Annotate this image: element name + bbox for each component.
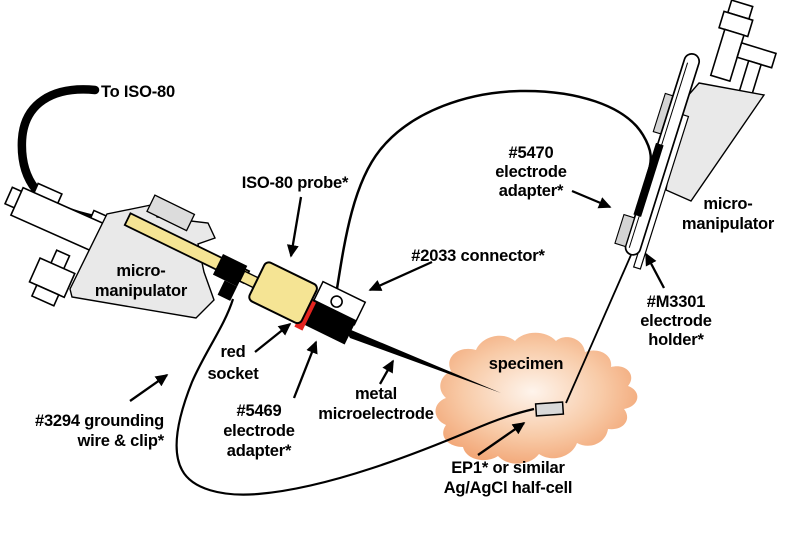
grounding-arrow (129, 374, 169, 402)
adapter-5470-label-line3: adapter* (499, 182, 564, 200)
holder-m3301-label-line1: #M3301 (647, 293, 705, 311)
left-micromanipulator-body (69, 204, 216, 319)
adapter-5470-arrow (571, 189, 612, 209)
microelectrode-arrow (378, 359, 395, 385)
cable-connector-block (212, 253, 248, 287)
ep1-half-cell (534, 401, 565, 417)
ep1-label-line2: Ag/AgCl half-cell (444, 479, 573, 497)
adapter-5469-arrow (292, 340, 318, 399)
adapter-5470-black-segment (633, 142, 664, 217)
holder-m3301-label-line2: electrode (640, 312, 712, 330)
right-micromanipulator-knobs (709, 0, 778, 99)
grounding-label-line2: wire & clip* (76, 432, 164, 450)
m3301-electrode-holder-rod (614, 53, 701, 270)
connector-2033-arrow (368, 260, 433, 292)
probe-to-holder-cable (334, 89, 652, 296)
right-micromanipulator-label-line2: manipulator (682, 215, 775, 233)
specimen-label: specimen (489, 355, 564, 373)
left-micromanipulator-label-line2: manipulator (95, 282, 188, 300)
to-iso80-label: To ISO-80 (101, 83, 175, 101)
specimen-blob (435, 332, 638, 464)
holder-m3301-arrow (644, 252, 666, 289)
connector-2033-pin (330, 295, 343, 308)
holder-gray-tab-lower (614, 213, 636, 248)
iso80-probe-body (248, 261, 318, 325)
metal-microelectrode (344, 327, 501, 393)
right-micromanipulator-label-line1: micro- (703, 195, 752, 213)
ep1-arrow (477, 422, 526, 456)
adapter-5470-label-line2: electrode (495, 163, 567, 181)
connector-2033-label: #2033 connector* (411, 247, 545, 265)
adapter-5469-label-line2: electrode (223, 422, 295, 440)
microelectrode-label-line2: microelectrode (318, 405, 434, 423)
half-cell-lead-wire (565, 254, 632, 404)
grounding-label-line1: #3294 grounding (35, 412, 164, 430)
adapter-5469-label-line3: adapter* (227, 442, 292, 460)
left-micromanipulator-label-line1: micro- (116, 262, 165, 280)
adapter-5469-label-line1: #5469 (237, 402, 282, 420)
ep1-label-line1: EP1* or similar (451, 459, 565, 477)
grounding-clip (217, 280, 238, 301)
iso80-probe-label: ISO-80 probe* (242, 174, 349, 192)
red-socket-label-line1: red (220, 343, 245, 361)
red-socket-label-line2: socket (207, 365, 259, 383)
probe-assembly (123, 194, 367, 345)
holder-m3301-label-line3: holder* (648, 331, 704, 349)
adapter-5470-label-line1: #5470 (509, 144, 554, 162)
red-socket-arrow (254, 322, 292, 353)
left-micromanipulator-knob-lower (28, 249, 76, 307)
rod-clamp (146, 194, 196, 232)
adapter-5469-body (301, 299, 357, 345)
microelectrode-label-line1: metal (355, 385, 397, 403)
grounding-wire (175, 298, 535, 496)
iso80-probe-arrow (286, 196, 303, 258)
